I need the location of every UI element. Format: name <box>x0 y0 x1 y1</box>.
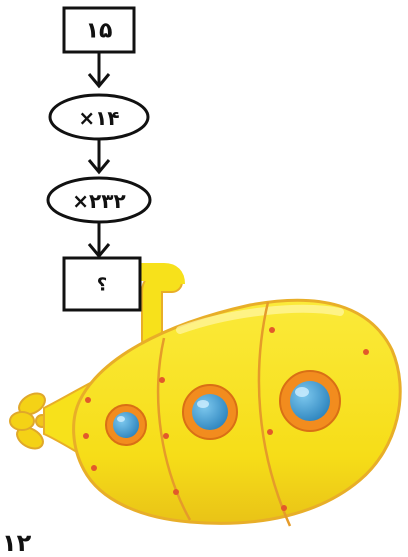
result-box <box>62 256 142 312</box>
porthole <box>105 404 147 446</box>
hull-seam <box>156 337 192 521</box>
submarine-illustration <box>9 261 402 527</box>
arrow-down-icon <box>87 52 111 89</box>
arrow-down-icon <box>87 139 111 175</box>
start-value-text: ۱۵ <box>86 19 113 44</box>
multiply-step-label: ×۱۴ <box>78 106 119 130</box>
result-placeholder: ؟ <box>97 275 107 296</box>
hull-seam <box>257 301 292 527</box>
rivets <box>83 327 369 511</box>
start-value-box <box>62 6 136 54</box>
flowchart: ۱۵ ×۱۴ ×۲۳۲ ؟ <box>46 6 152 312</box>
multiply-step-label: ×۲۳۲ <box>72 189 125 213</box>
porthole <box>279 370 341 432</box>
cropped-number-fragment: ۱۲ <box>2 529 32 557</box>
arrow-down-icon <box>87 222 111 259</box>
propeller-icon <box>9 392 49 450</box>
porthole <box>182 384 238 440</box>
